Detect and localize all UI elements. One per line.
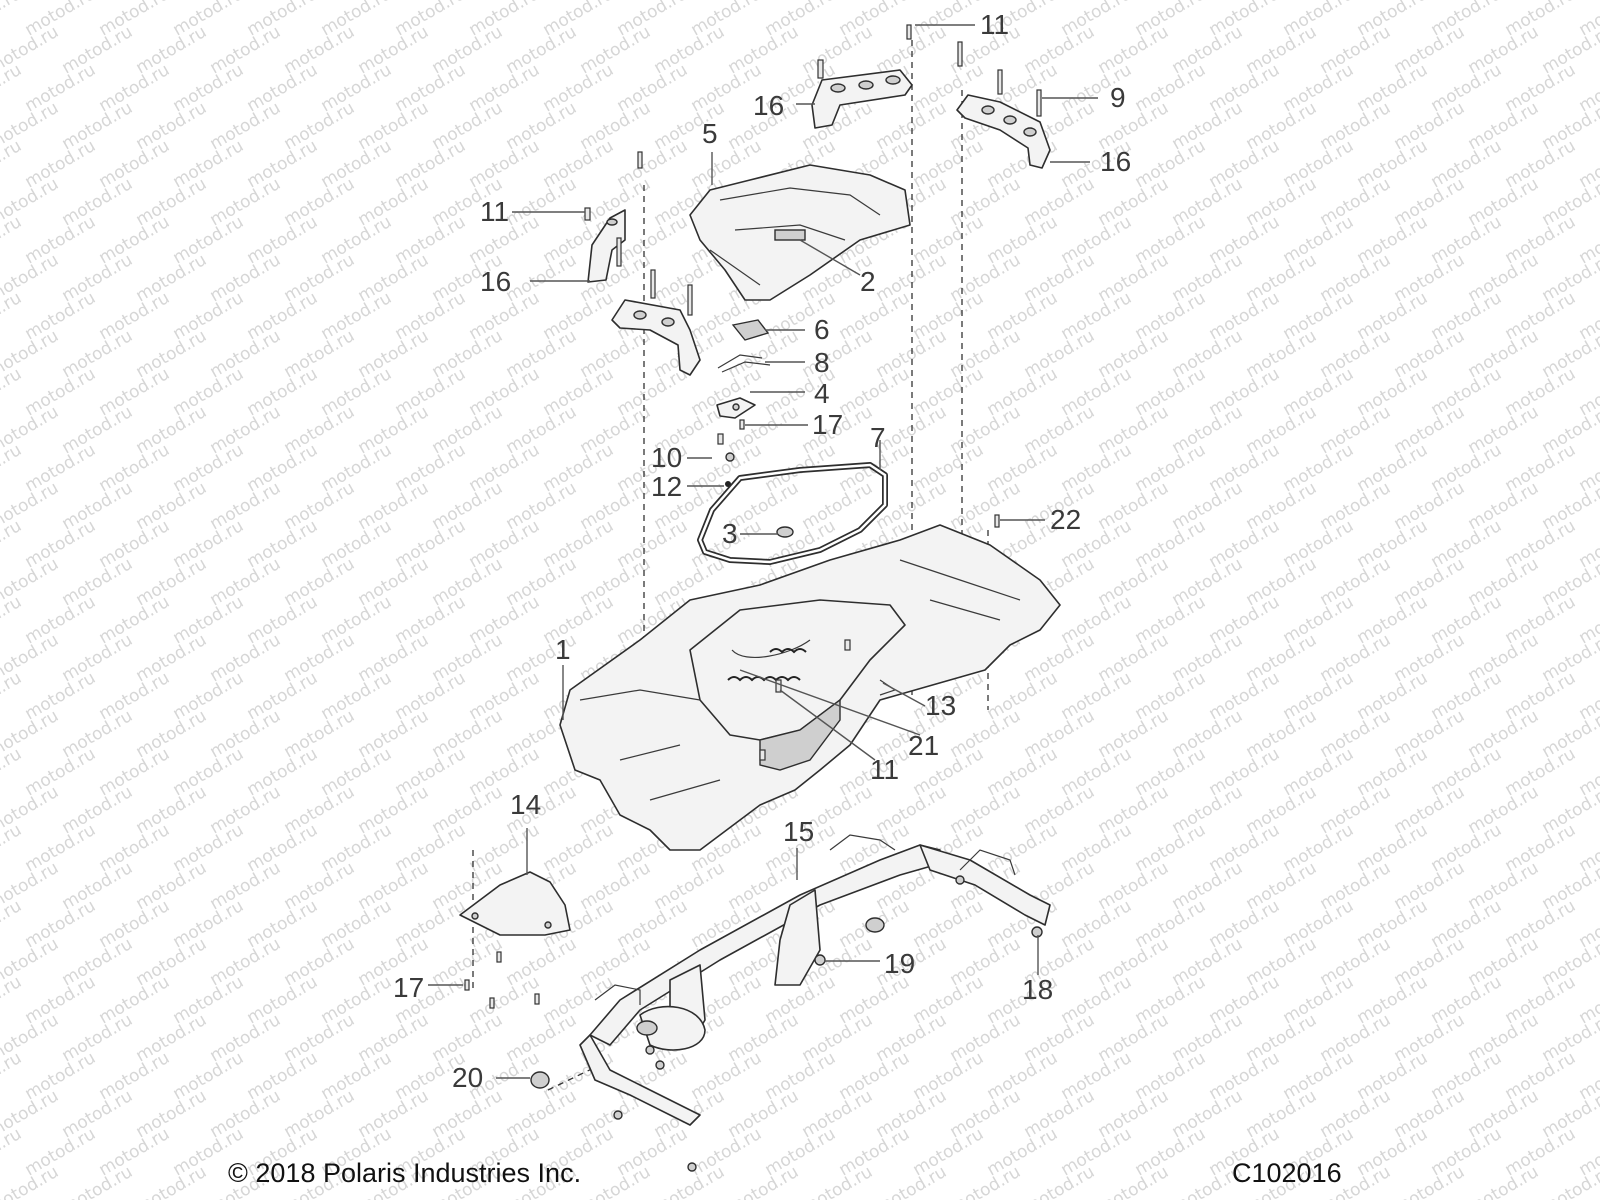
- callout-16: 16: [480, 266, 512, 297]
- part-16-left-bracket: [584, 151, 643, 283]
- callout-22: 22: [1050, 504, 1082, 535]
- part-4-plate: [716, 397, 756, 419]
- callout-leaders: [428, 24, 1098, 1079]
- part-5-storage-lid: [689, 164, 911, 301]
- callout-12: 12: [651, 471, 683, 502]
- part-1-rear-rack: [559, 524, 1061, 851]
- callout-3: 3: [722, 518, 738, 549]
- part-16-right-bracket: [956, 41, 1051, 169]
- part-21-spring: [727, 648, 807, 682]
- callout-15: 15: [783, 816, 815, 847]
- part-10-12-fasteners: [717, 433, 735, 487]
- callout-11: 11: [870, 754, 900, 785]
- callout-13: 13: [925, 690, 957, 721]
- callout-8: 8: [814, 347, 830, 378]
- callout-17: 17: [812, 409, 844, 440]
- part-15-rear-bumper-frame: [530, 834, 1051, 1172]
- part-17-screw: [739, 419, 745, 430]
- callout-20: 20: [452, 1062, 484, 1093]
- callout-7: 7: [870, 422, 886, 453]
- callout-11: 11: [480, 196, 510, 227]
- callout-16: 16: [753, 90, 785, 121]
- callout-6: 6: [814, 314, 830, 345]
- callout-9: 9: [1110, 82, 1126, 113]
- part-14-shield: [459, 871, 571, 1009]
- callout-16: 16: [1100, 146, 1132, 177]
- part-7-seal: [697, 462, 888, 565]
- callout-4: 4: [814, 378, 830, 409]
- callout-18: 18: [1022, 974, 1054, 1005]
- callout-1: 1: [555, 634, 571, 665]
- callout-14: 14: [510, 789, 542, 820]
- part-22-screw: [994, 514, 1000, 528]
- callout-19: 19: [884, 948, 916, 979]
- callout-10: 10: [651, 442, 683, 473]
- part-16-top-bracket: [811, 24, 913, 129]
- callout-17: 17: [393, 972, 425, 1003]
- part-8-cable: [717, 354, 771, 373]
- callout-2: 2: [860, 266, 876, 297]
- callout-5: 5: [702, 118, 718, 149]
- callout-11: 11: [980, 9, 1010, 40]
- diagram-code: C102016: [1232, 1158, 1342, 1188]
- copyright-notice: © 2018 Polaris Industries Inc.: [228, 1158, 582, 1188]
- part-6-latch: [731, 319, 770, 341]
- callout-21: 21: [908, 730, 940, 761]
- part-16-lower-left-bracket: [611, 269, 701, 376]
